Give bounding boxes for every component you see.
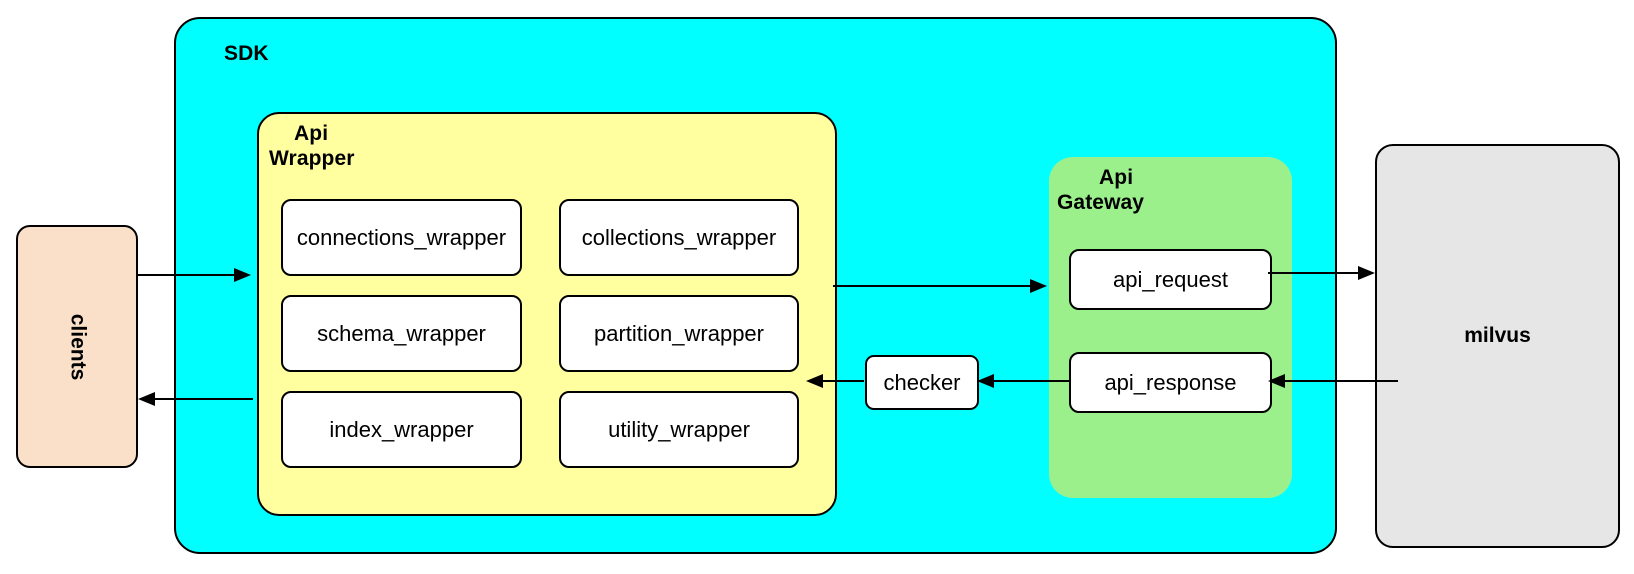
- arrow-head-right-icon: [1358, 266, 1375, 280]
- api-gateway-container[interactable]: Api Gateway api_request api_response: [1049, 157, 1292, 498]
- collections-wrapper-box[interactable]: collections_wrapper: [559, 199, 799, 276]
- utility-wrapper-label: utility_wrapper: [608, 416, 750, 442]
- api-gateway-label: Api Gateway: [1057, 166, 1145, 214]
- partition-wrapper-box[interactable]: partition_wrapper: [559, 295, 799, 372]
- api-response-label: api_response: [1104, 369, 1237, 395]
- index-wrapper-label: index_wrapper: [329, 416, 474, 442]
- collections-wrapper-label: collections_wrapper: [581, 224, 777, 250]
- index-wrapper-box[interactable]: index_wrapper: [281, 391, 522, 468]
- clients-label: clients: [66, 313, 89, 380]
- schema-wrapper-box[interactable]: schema_wrapper: [281, 295, 522, 372]
- sdk-label: SDK: [224, 42, 269, 65]
- api-wrapper-container[interactable]: Api Wrapper connections_wrapper collecti…: [257, 112, 837, 516]
- clients-box[interactable]: clients: [16, 225, 138, 468]
- checker-label: checker: [883, 369, 961, 395]
- arrow-head-left-icon: [138, 392, 155, 406]
- connections-wrapper-label: connections_wrapper: [296, 224, 507, 250]
- sdk-container[interactable]: SDK Api Wrapper connections_wrapper coll…: [174, 17, 1337, 554]
- schema-wrapper-label: schema_wrapper: [317, 320, 486, 346]
- milvus-label: milvus: [1464, 324, 1531, 347]
- api-wrapper-label: Api Wrapper: [269, 122, 355, 170]
- checker-box[interactable]: checker: [865, 355, 979, 410]
- partition-wrapper-label: partition_wrapper: [594, 320, 764, 346]
- milvus-box[interactable]: milvus: [1375, 144, 1620, 548]
- api-response-box[interactable]: api_response: [1069, 352, 1272, 413]
- api-request-label: api_request: [1113, 266, 1228, 292]
- api-request-box[interactable]: api_request: [1069, 249, 1272, 310]
- utility-wrapper-box[interactable]: utility_wrapper: [559, 391, 799, 468]
- connections-wrapper-box[interactable]: connections_wrapper: [281, 199, 522, 276]
